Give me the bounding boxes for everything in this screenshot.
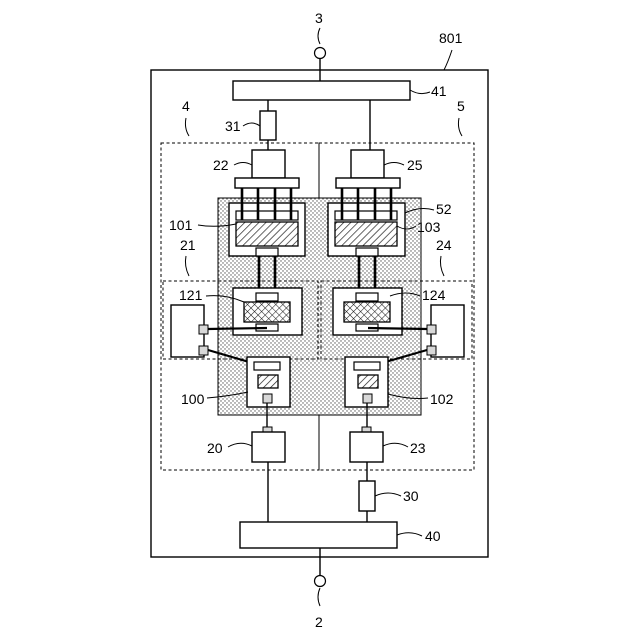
block-25 bbox=[351, 150, 384, 178]
chip-124 bbox=[344, 302, 390, 322]
bus-40 bbox=[240, 522, 397, 548]
chip-bar-100 bbox=[254, 362, 280, 370]
label-chip-102: 102 bbox=[430, 391, 454, 407]
chip-pad-103 bbox=[356, 248, 378, 256]
label-chip-103: 103 bbox=[417, 219, 441, 235]
block-23 bbox=[350, 432, 383, 462]
chip-103 bbox=[335, 222, 397, 246]
terminal-2 bbox=[315, 576, 326, 587]
chip-pad-100 bbox=[263, 394, 272, 403]
label-block-22: 22 bbox=[213, 157, 229, 173]
block-20 bbox=[252, 432, 285, 462]
label-region-24: 24 bbox=[436, 237, 452, 253]
label-chip-124: 124 bbox=[422, 287, 446, 303]
connector-25 bbox=[336, 178, 400, 188]
side-pad-24a bbox=[427, 325, 436, 334]
label-chip-101: 101 bbox=[169, 217, 193, 233]
label-chip-100: 100 bbox=[181, 391, 205, 407]
side-pad-21a bbox=[199, 325, 208, 334]
connector-22 bbox=[235, 178, 299, 188]
label-block-20: 20 bbox=[207, 440, 223, 456]
chip-bar-124 bbox=[356, 293, 378, 301]
label-device-801: 801 bbox=[439, 30, 463, 46]
label-bus-41: 41 bbox=[431, 83, 447, 99]
block-22 bbox=[252, 150, 285, 178]
label-component-30: 30 bbox=[403, 488, 419, 504]
terminal-3 bbox=[315, 48, 326, 59]
chip-bar-121 bbox=[256, 293, 278, 301]
label-block-25: 25 bbox=[407, 157, 423, 173]
component-30 bbox=[359, 481, 375, 511]
side-pad-24b bbox=[427, 346, 436, 355]
label-region-21: 21 bbox=[180, 237, 196, 253]
chip-pad-101 bbox=[256, 248, 278, 256]
label-bus-40: 40 bbox=[425, 528, 441, 544]
bus-41 bbox=[233, 81, 410, 100]
label-chip-121: 121 bbox=[179, 287, 203, 303]
label-region-4: 4 bbox=[182, 98, 190, 114]
chip-100 bbox=[258, 375, 278, 388]
label-frame-52: 52 bbox=[436, 201, 452, 217]
label-terminal-2: 2 bbox=[315, 614, 323, 630]
side-pad-21b bbox=[199, 346, 208, 355]
chip-bar-102 bbox=[354, 362, 380, 370]
label-terminal-3: 3 bbox=[315, 10, 323, 26]
label-block-23: 23 bbox=[410, 440, 426, 456]
chip-bar-103 bbox=[335, 211, 397, 220]
chip-101 bbox=[236, 222, 298, 246]
label-component-31: 31 bbox=[225, 118, 241, 134]
component-31 bbox=[260, 111, 276, 140]
chip-102 bbox=[358, 375, 378, 388]
chip-121 bbox=[244, 302, 290, 322]
label-region-5: 5 bbox=[457, 98, 465, 114]
chip-bar-101 bbox=[236, 211, 298, 220]
chip-pad-102 bbox=[363, 394, 372, 403]
